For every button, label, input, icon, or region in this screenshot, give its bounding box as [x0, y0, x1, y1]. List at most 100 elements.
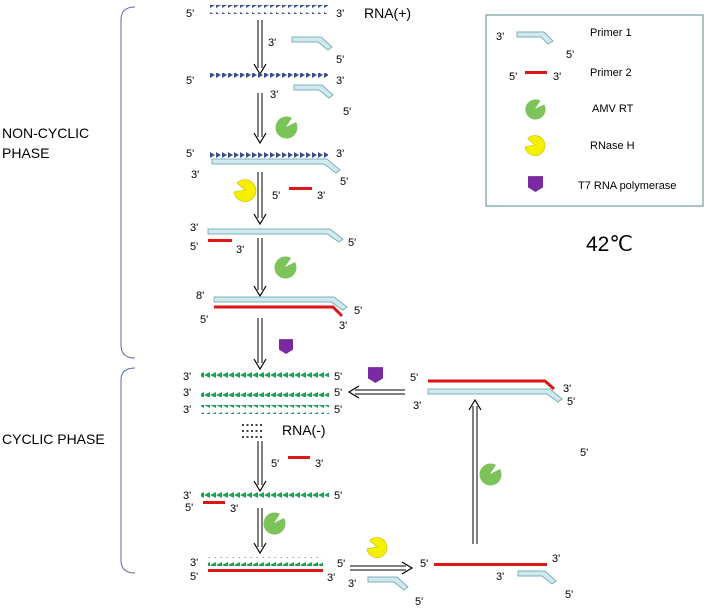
cyclic-bracket [120, 367, 136, 574]
end-label: 5' [334, 371, 342, 383]
non-cyclic-phase-label: NON-CYCLIC PHASE [2, 125, 93, 161]
arrow-down [253, 318, 267, 371]
end-label: 5' [565, 589, 573, 601]
end-label: 3' [191, 169, 199, 181]
end-label: 3' [230, 503, 238, 515]
end-label: 5' [343, 106, 351, 118]
arrow-down [253, 20, 267, 76]
primer-1-icon [516, 31, 554, 45]
end-label: 8' [196, 290, 204, 302]
primer-1-strand [291, 36, 333, 51]
ellipsis-dots [242, 424, 264, 438]
end-label: 5' [410, 372, 418, 384]
end-label: 3' [270, 89, 278, 101]
temperature-label: 42℃ [586, 233, 633, 256]
cdna-strand [213, 296, 348, 311]
rna-plus-strand [210, 149, 328, 158]
end-label: 3' [190, 557, 198, 569]
non-cyclic-bracket [120, 6, 136, 359]
end-label: 5' [567, 396, 575, 408]
end-label: 3' [183, 490, 191, 502]
end-label: 5' [186, 148, 194, 160]
rna-minus-strand [201, 405, 329, 414]
rnase-h-icon [366, 537, 388, 558]
end-label: 3' [183, 404, 191, 416]
dsdna-red-strand [214, 305, 344, 318]
cdna-red-strand [208, 569, 323, 572]
end-label: 5' [337, 558, 345, 570]
dsdna-primer-strand [427, 388, 563, 403]
end-label: 3' [327, 572, 335, 584]
arrow-down [253, 238, 267, 298]
t7-rna-polymerase-icon [368, 367, 383, 383]
end-label: 5' [420, 558, 428, 570]
rna-minus-label: RNA(-) [282, 422, 326, 438]
legend-t7-label: T7 RNA polymerase [578, 180, 676, 192]
legend-primer-1-three-prime: 3' [496, 31, 504, 43]
legend-primer-2-label: Primer 2 [590, 67, 632, 79]
rna-minus-strand [201, 371, 329, 380]
end-label: 5' [272, 190, 280, 202]
end-label: 5' [340, 176, 348, 188]
amv-rt-icon [479, 463, 502, 486]
end-label: 3' [563, 383, 571, 395]
primer-2-strand [289, 187, 312, 190]
legend-primer-1-five-prime: 5' [566, 49, 574, 61]
end-label: 3' [268, 37, 276, 49]
arrow-down [253, 93, 267, 145]
amv-rt-icon [274, 256, 297, 279]
end-label: 5' [348, 237, 356, 249]
end-label: 3' [339, 320, 347, 332]
rna-plus-strand [210, 5, 328, 14]
end-label: 5' [415, 596, 423, 608]
arrow-down [253, 441, 267, 493]
end-label: 3' [336, 75, 344, 87]
legend-rnase-h-label: RNase H [590, 140, 635, 152]
end-label: 3' [183, 387, 191, 399]
cdna-strand [207, 228, 344, 243]
t7-rna-polymerase-icon [279, 339, 293, 354]
rna-minus-strand [201, 491, 329, 500]
primer-2-icon [525, 71, 547, 74]
legend-primer-1-label: Primer 1 [590, 27, 632, 39]
end-label: 5' [200, 314, 208, 326]
primer-2-strand [288, 456, 310, 459]
dsdna-red-strand [428, 379, 555, 391]
non-cyclic-phase-line-1: NON-CYCLIC [2, 125, 89, 141]
end-label: 5' [334, 490, 342, 502]
amv-rt-icon [263, 512, 286, 535]
end-label: 5' [334, 387, 342, 399]
rna-minus-strand [208, 557, 323, 566]
end-label: 3' [496, 571, 504, 583]
amv-rt-icon [275, 116, 298, 139]
legend: 3' 5' Primer 1 5' 3' Primer 2 AMV RT RNa… [485, 14, 704, 207]
end-label: 5' [271, 458, 279, 470]
end-label: 3' [183, 371, 191, 383]
primer-2-strand [208, 239, 232, 242]
end-label: 5' [334, 404, 342, 416]
end-label: 3' [236, 244, 244, 256]
end-label: 3' [317, 190, 325, 202]
rna-minus-strand [201, 388, 329, 397]
end-label: 5' [185, 502, 193, 514]
end-label: 5' [190, 241, 198, 253]
rna-plus-label: RNA(+) [364, 5, 411, 21]
arrow-down [253, 508, 267, 555]
arrow-down [253, 172, 267, 226]
primer-1-strand [293, 84, 334, 99]
rnase-h-icon [233, 179, 257, 202]
rna-plus-strand [210, 73, 328, 82]
primer-1-strand [367, 576, 409, 591]
end-label: 3' [552, 553, 560, 565]
end-label: 5' [190, 571, 198, 583]
end-label: 5' [354, 305, 362, 317]
legend-amv-rt-label: AMV RT [592, 103, 634, 115]
arrow-left [347, 385, 405, 399]
non-cyclic-phase-line-2: PHASE [2, 145, 49, 161]
end-label: 5' [336, 54, 344, 66]
arrow-up [468, 398, 482, 544]
arrow-right [350, 561, 414, 575]
legend-primer-2-five-prime: 5' [509, 71, 517, 83]
ssdna-red-strand [434, 563, 547, 566]
cyclic-phase-label: CYCLIC PHASE [2, 431, 105, 447]
